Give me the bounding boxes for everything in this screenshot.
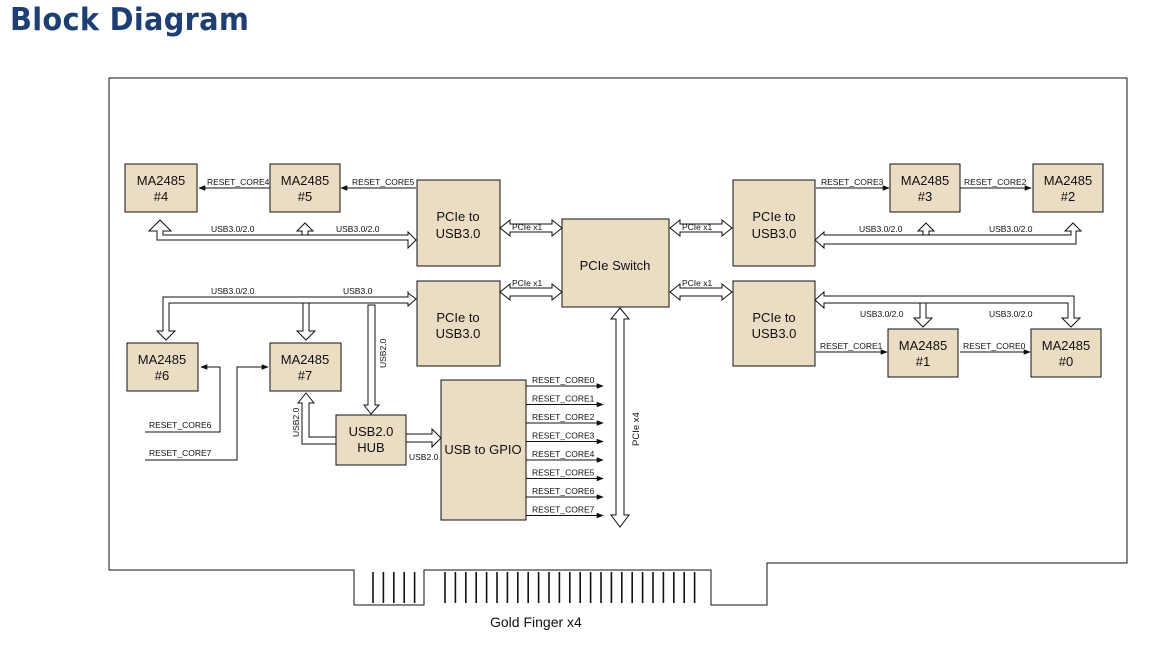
block-ma2485-4: MA2485 #4 [124, 163, 198, 213]
svg-text:PCIe to: PCIe to [752, 310, 795, 325]
usb20-hub-to-gpio [404, 427, 442, 449]
label-pcie-x1-b: PCIe x1 [512, 278, 543, 288]
label-pcie-x1-c: PCIe x1 [682, 222, 713, 232]
block-pcie-to-usb-mid-left: PCIe to USB3.0 [416, 280, 501, 367]
block-usb-to-gpio: USB to GPIO [440, 379, 527, 521]
label-usb-mid-right-1: USB3.0/2.0 [860, 309, 904, 319]
svg-text:#2: #2 [1061, 189, 1075, 204]
svg-text:PCIe to: PCIe to [436, 310, 479, 325]
svg-text:HUB: HUB [357, 440, 384, 455]
pcie-x1-top-right [669, 218, 733, 238]
block-pcie-switch: PCIe Switch [561, 218, 670, 308]
block-pcie-to-usb-mid-right: PCIe to USB3.0 [732, 280, 816, 367]
label-usb-top-right-1: USB3.0/2.0 [859, 224, 903, 234]
gold-finger-label: Gold Finger x4 [490, 614, 582, 630]
usb20-to-hub [362, 304, 381, 415]
svg-text:#4: #4 [154, 189, 168, 204]
label-pcie-x4: PCIe x4 [631, 412, 642, 446]
svg-text:MA2485: MA2485 [281, 173, 329, 188]
block-ma2485-3: MA2485 #3 [889, 163, 961, 213]
gpio-output-label: RESET_CORE5 [532, 468, 595, 478]
label-reset-core2: RESET_CORE2 [964, 177, 1027, 187]
svg-text:USB to GPIO: USB to GPIO [444, 442, 521, 457]
block-ma2485-0: MA2485 #0 [1030, 328, 1102, 378]
usb-bus-mid-left [155, 291, 417, 341]
svg-text:USB3.0: USB3.0 [752, 326, 797, 341]
block-ma2485-6: MA2485 #6 [126, 342, 199, 392]
svg-text:#6: #6 [155, 368, 169, 383]
label-reset-core4: RESET_CORE4 [207, 177, 270, 187]
svg-text:#1: #1 [916, 354, 930, 369]
svg-text:MA2485: MA2485 [1042, 338, 1090, 353]
board-outline [108, 77, 1128, 606]
svg-text:USB3.0: USB3.0 [436, 326, 481, 341]
gpio-output-label: RESET_CORE6 [532, 486, 595, 496]
svg-text:MA2485: MA2485 [137, 173, 185, 188]
label-reset-core3: RESET_CORE3 [821, 177, 884, 187]
label-usb30: USB3.0 [343, 286, 373, 296]
svg-text:PCIe Switch: PCIe Switch [580, 258, 651, 273]
label-usb-mid-left: USB3.0/2.0 [211, 286, 255, 296]
svg-text:USB3.0: USB3.0 [436, 226, 481, 241]
label-usb20-vertical: USB2.0 [378, 338, 388, 368]
svg-text:#7: #7 [298, 368, 312, 383]
label-pcie-x1-a: PCIe x1 [512, 222, 543, 232]
label-reset-core6: RESET_CORE6 [149, 420, 212, 430]
block-ma2485-5: MA2485 #5 [269, 163, 341, 213]
usb20-hub-to-ma7 [296, 392, 337, 445]
label-usb-top-right-2: USB3.0/2.0 [989, 224, 1033, 234]
page-title: Block Diagram [10, 2, 250, 38]
gpio-output-label: RESET_CORE2 [532, 412, 595, 422]
pcie-x4-bus [609, 307, 631, 528]
block-ma2485-2: MA2485 #2 [1032, 163, 1104, 213]
svg-text:MA2485: MA2485 [901, 173, 949, 188]
reset-wires [145, 185, 1032, 461]
svg-text:#3: #3 [918, 189, 932, 204]
usb-bus-top-left-tap5 [295, 222, 315, 236]
svg-text:MA2485: MA2485 [138, 352, 186, 367]
label-pcie-x1-d: PCIe x1 [682, 278, 713, 288]
label-reset-core7: RESET_CORE7 [149, 448, 212, 458]
label-usb-mid-right-2: USB3.0/2.0 [989, 309, 1033, 319]
gold-finger-contacts [372, 572, 696, 603]
usb-bus-mid-right [814, 290, 1082, 328]
bus-arrows [147, 218, 1083, 528]
block-pcie-to-usb-top-right: PCIe to USB3.0 [732, 179, 816, 267]
usb-bus-mid-right-tap1 [912, 302, 934, 328]
label-reset-core1: RESET_CORE1 [820, 341, 883, 351]
gpio-output-label: RESET_CORE0 [532, 375, 595, 385]
svg-text:PCIe to: PCIe to [752, 209, 795, 224]
label-reset-core0: RESET_CORE0 [963, 341, 1026, 351]
usb-bus-top-right [814, 222, 1083, 250]
svg-text:MA2485: MA2485 [1044, 173, 1092, 188]
svg-text:USB3.0: USB3.0 [752, 226, 797, 241]
svg-text:MA2485: MA2485 [899, 338, 947, 353]
label-usb20-ma7: USB2.0 [291, 407, 301, 437]
block-pcie-to-usb-top-left: PCIe to USB3.0 [416, 179, 501, 267]
label-usb20-gpio: USB2.0 [409, 452, 439, 462]
gpio-output-label: RESET_CORE7 [532, 505, 595, 515]
gpio-output-label: RESET_CORE4 [532, 449, 595, 459]
gpio-output-label: RESET_CORE1 [532, 394, 595, 404]
gpio-output-label: RESET_CORE3 [532, 431, 595, 441]
block-usb2-hub: USB2.0 HUB [335, 414, 407, 466]
usb-bus-top-right-tap3 [916, 222, 936, 236]
svg-text:MA2485: MA2485 [281, 352, 329, 367]
svg-text:USB2.0: USB2.0 [349, 424, 394, 439]
svg-text:PCIe to: PCIe to [436, 209, 479, 224]
block-ma2485-7: MA2485 #7 [269, 342, 342, 392]
label-reset-core5: RESET_CORE5 [352, 177, 415, 187]
label-usb-top-left-1: USB3.0/2.0 [211, 224, 255, 234]
svg-text:#0: #0 [1059, 354, 1073, 369]
gpio-output-lines: RESET_CORE0RESET_CORE1RESET_CORE2RESET_C… [526, 375, 604, 519]
svg-text:#5: #5 [298, 189, 312, 204]
usb-bus-mid-left-tap7 [295, 302, 317, 341]
usb-bus-top-left [147, 219, 417, 250]
label-usb-top-left-2: USB3.0/2.0 [336, 224, 380, 234]
block-ma2485-1: MA2485 #1 [887, 328, 959, 378]
signal-labels: RESET_CORE4 RESET_CORE5 RESET_CORE3 RESE… [149, 177, 1033, 462]
pcie-x1-mid-right [669, 282, 733, 302]
